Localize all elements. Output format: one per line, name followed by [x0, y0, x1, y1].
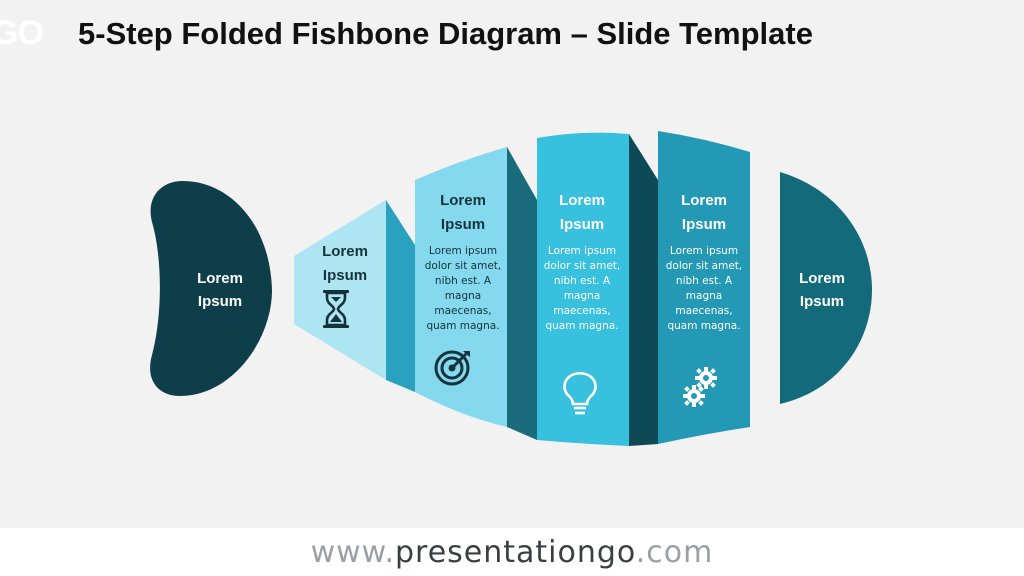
tail-title-line1: Lorem	[799, 270, 845, 287]
step3-body-line: Lorem ipsum	[548, 245, 616, 257]
step4-body-line: dolor sit amet,	[666, 260, 743, 272]
step4-body-line: Lorem ipsum	[670, 245, 738, 257]
step3-body-line: quam magna.	[545, 320, 618, 332]
step4-body-line: magna	[686, 290, 722, 302]
fold3	[629, 134, 658, 446]
header: GO 5-Step Folded Fishbone Diagram – Slid…	[0, 0, 1024, 78]
hourglass-icon	[323, 290, 349, 328]
head-title-line2: Ipsum	[198, 293, 242, 310]
step4-body-line: nibh est. A	[676, 275, 733, 287]
step2-body-line: dolor sit amet,	[425, 260, 502, 272]
logo: GO	[0, 14, 44, 52]
step4-title-line1: Lorem	[681, 192, 727, 209]
step2-title-line2: Ipsum	[441, 216, 485, 233]
url-prefix: www.	[310, 535, 395, 570]
step2-body-line: nibh est. A	[435, 275, 492, 287]
url-main: presentationgo	[395, 535, 636, 570]
step1-title-line2: Ipsum	[323, 267, 367, 284]
step2-panel	[415, 147, 507, 427]
step2-body-line: Lorem ipsum	[429, 245, 497, 257]
step3-body-line: magna	[564, 290, 600, 302]
url-suffix: .com	[635, 535, 714, 570]
step4-body-line: quam magna.	[667, 320, 740, 332]
step3-title-line2: Ipsum	[560, 216, 604, 233]
step3-panel	[537, 132, 629, 446]
footer: www.presentationgo.com	[0, 528, 1024, 576]
lightbulb-icon	[563, 371, 597, 415]
fold1	[386, 200, 415, 392]
tail-title-line2: Ipsum	[800, 293, 844, 310]
fish-tail-shape	[780, 172, 872, 404]
step4-title-line2: Ipsum	[682, 216, 726, 233]
gears-icon	[683, 367, 717, 407]
step2-body-line: magna	[445, 290, 481, 302]
target-icon	[434, 350, 470, 386]
step3-body-line: nibh est. A	[554, 275, 611, 287]
step3-title-line1: Lorem	[559, 192, 605, 209]
step3-body-line: maecenas,	[553, 305, 610, 317]
fold2	[507, 147, 537, 440]
head-title-line1: Lorem	[197, 270, 243, 287]
step4-panel	[658, 131, 750, 444]
step4-body-line: maecenas,	[675, 305, 732, 317]
step2-title-line1: Lorem	[440, 192, 486, 209]
step3-body-line: dolor sit amet,	[544, 260, 621, 272]
website-url[interactable]: www.presentationgo.com	[0, 535, 1024, 570]
page-title: 5-Step Folded Fishbone Diagram – Slide T…	[78, 16, 813, 51]
step2-body-line: maecenas,	[434, 305, 491, 317]
step2-body-line: quam magna.	[426, 320, 499, 332]
step1-title-line1: Lorem	[322, 243, 368, 260]
fish-head-shape	[150, 181, 272, 396]
